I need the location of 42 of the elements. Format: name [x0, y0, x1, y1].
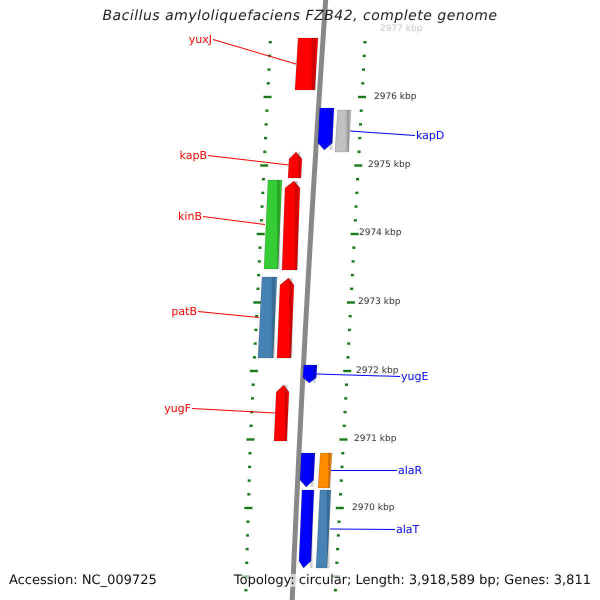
gene-bar	[300, 453, 315, 487]
gene-label: patB	[171, 305, 197, 318]
gene-label: alaT	[396, 523, 420, 536]
gene-bar	[303, 365, 317, 383]
leader-line	[350, 130, 416, 136]
scale-label: 2973 kbp	[358, 297, 400, 308]
scale-label: 2970 kbp	[352, 503, 394, 514]
scale-label: 2976 kbp	[374, 92, 416, 103]
gene-label: yugE	[401, 370, 428, 383]
gene-bar	[299, 490, 314, 568]
gene-bar	[288, 152, 302, 178]
leader-line	[202, 216, 266, 225]
leader-line	[208, 155, 290, 166]
gene-label: kapB	[180, 149, 207, 162]
genome-summary-text: Topology: circular; Length: 3,918,589 bp; Genes: 3,811	[234, 574, 591, 587]
scale-label: 2975 kbp	[368, 160, 410, 171]
leader-line	[198, 311, 260, 318]
leader-line	[316, 374, 400, 377]
gene-bar	[318, 453, 332, 488]
gene-label: kinB	[178, 210, 202, 223]
gene-bar	[277, 278, 294, 358]
gene-bar	[295, 38, 318, 90]
map-title: Bacillus amyloliquefaciens FZB42, complete genome	[101, 10, 499, 23]
accession-text: Accession: NC_009725	[9, 574, 157, 587]
gene-bar	[282, 181, 300, 270]
leader-line	[330, 528, 396, 530]
scale-label: 2974 kbp	[359, 228, 402, 239]
leader-line	[192, 408, 276, 414]
gene-label: kapD	[416, 129, 444, 142]
scale-label: 2971 kbp	[354, 434, 396, 445]
gene-bar	[258, 277, 277, 358]
gene-bar	[274, 385, 289, 441]
gene-label: alaR	[398, 464, 422, 477]
gene-label: yuxJ	[188, 33, 212, 46]
leader-line	[330, 470, 398, 471]
gene-label: yugF	[164, 402, 191, 415]
leader-line	[212, 39, 296, 64]
scale-label: 2972 kbp	[356, 366, 398, 377]
gene-bar	[316, 490, 331, 568]
gene-bar	[318, 108, 334, 150]
gene-bar	[335, 110, 351, 152]
gene-bar	[264, 180, 282, 269]
